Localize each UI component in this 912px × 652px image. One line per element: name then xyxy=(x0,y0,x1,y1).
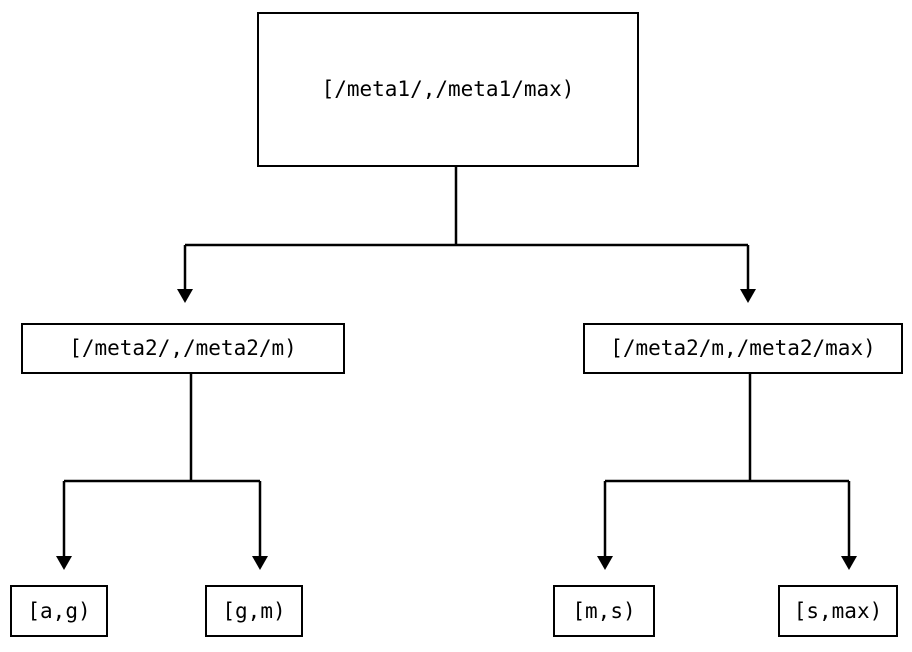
node-leaf-g-m[interactable]: [g,m) xyxy=(205,585,303,637)
arrowhead-icon xyxy=(252,556,268,570)
node-leaf-g-m-label: [g,m) xyxy=(222,598,286,623)
node-mid-right-label: [/meta2/m,/meta2/max) xyxy=(610,336,876,360)
node-leaf-s-max-label: [s,max) xyxy=(793,598,883,623)
node-leaf-a-g-label: [a,g) xyxy=(27,598,91,623)
arrowhead-icon xyxy=(740,289,756,303)
node-leaf-s-max[interactable]: [s,max) xyxy=(778,585,898,637)
node-leaf-a-g[interactable]: [a,g) xyxy=(10,585,108,637)
node-leaf-m-s[interactable]: [m,s) xyxy=(553,585,655,637)
edge-root-to-mid-level xyxy=(177,167,756,303)
arrowhead-icon xyxy=(597,556,613,570)
node-mid-left[interactable]: [/meta2/,/meta2/m) xyxy=(21,323,345,374)
node-root-label: [/meta1/,/meta1/max) xyxy=(321,77,575,101)
arrowhead-icon xyxy=(177,289,193,303)
edge-mid-left-to-leaves xyxy=(56,374,268,570)
arrowhead-icon xyxy=(841,556,857,570)
arrowhead-icon xyxy=(56,556,72,570)
edge-mid-right-to-leaves xyxy=(597,374,857,570)
node-mid-right[interactable]: [/meta2/m,/meta2/max) xyxy=(583,323,903,374)
node-leaf-m-s-label: [m,s) xyxy=(572,598,636,623)
node-mid-left-label: [/meta2/,/meta2/m) xyxy=(69,336,297,360)
node-root[interactable]: [/meta1/,/meta1/max) xyxy=(257,12,639,167)
